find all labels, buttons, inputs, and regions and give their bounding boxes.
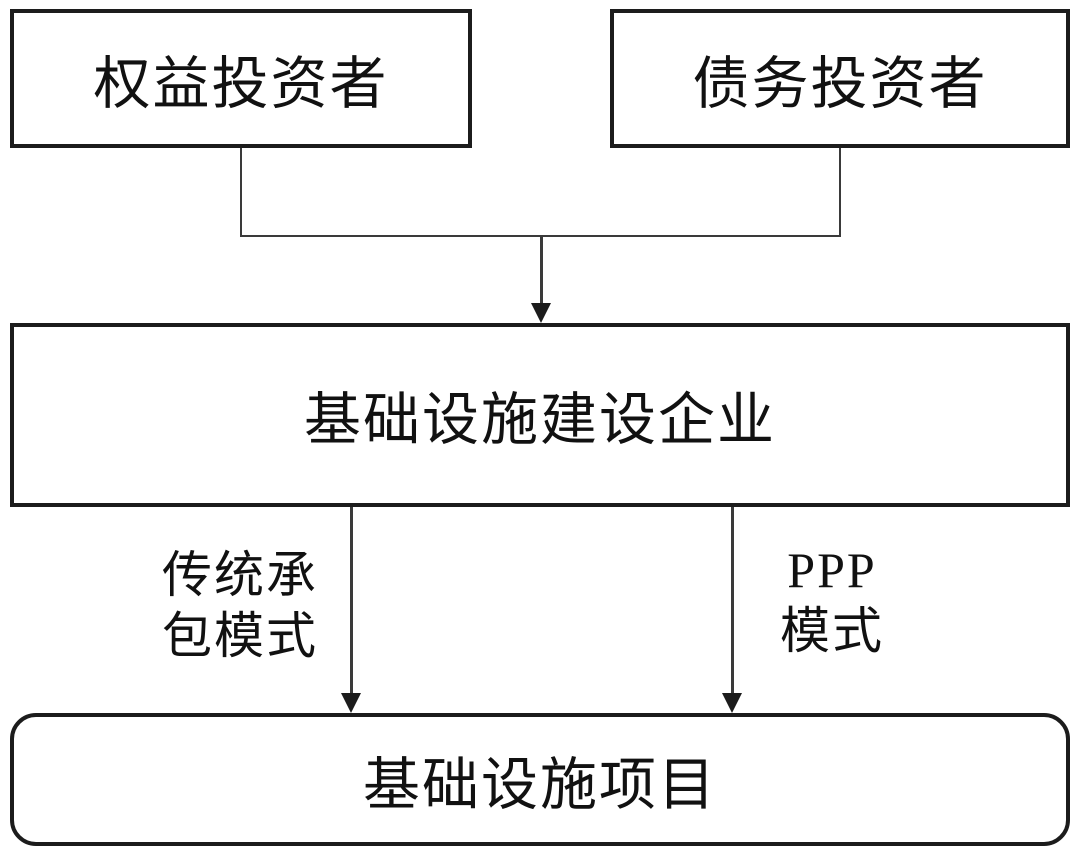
node-infrastructure-project-label: 基础设施项目	[363, 753, 717, 817]
edge-label-traditional-line1: 传统承	[162, 547, 318, 603]
connector-equity-down	[240, 148, 242, 236]
node-debt-investor: 债务投资者	[610, 9, 1070, 148]
connector-ppp-down	[731, 507, 734, 694]
connector-center-down	[540, 236, 543, 305]
node-infrastructure-enterprise: 基础设施建设企业	[10, 323, 1070, 507]
node-infrastructure-enterprise-label: 基础设施建设企业	[304, 389, 776, 452]
connector-traditional-down	[350, 507, 353, 694]
edge-label-ppp-line1: PPP	[787, 542, 877, 598]
node-equity-investor: 权益投资者	[10, 9, 472, 148]
edge-label-ppp-line2: 模式	[780, 603, 884, 659]
edge-label-traditional-line2: 包模式	[162, 608, 318, 664]
node-infrastructure-project: 基础设施项目	[10, 713, 1070, 846]
arrowhead-ppp-icon	[722, 693, 742, 713]
node-debt-investor-label: 债务投资者	[692, 52, 988, 116]
connector-debt-down	[839, 148, 841, 236]
edge-label-traditional-contracting: 传统承 包模式	[162, 545, 318, 667]
edge-label-ppp-mode: PPP 模式	[772, 540, 892, 662]
arrowhead-traditional-icon	[341, 693, 361, 713]
node-equity-investor-label: 权益投资者	[93, 52, 389, 116]
arrowhead-to-enterprise-icon	[531, 303, 551, 323]
